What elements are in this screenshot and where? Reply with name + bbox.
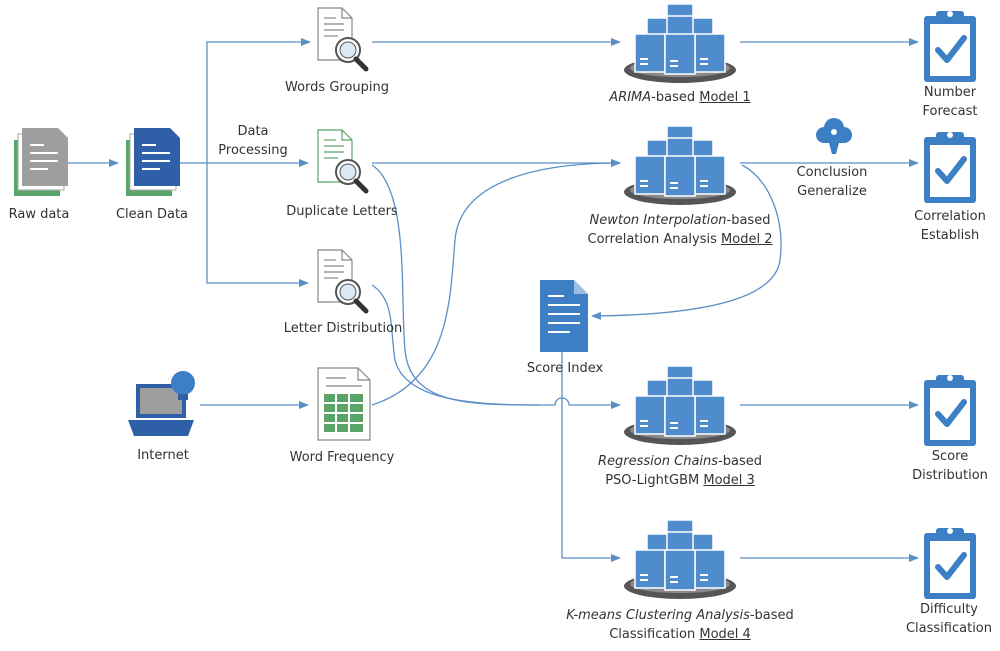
letter-distribution-label: Letter Distribution (283, 321, 403, 336)
connectors (68, 38, 919, 562)
model-2-suffix: -based (726, 213, 771, 228)
model-2-line-2: Correlation Analysis (587, 232, 722, 247)
raw-data-icon (14, 128, 68, 196)
model-1-method: ARIMA (609, 90, 652, 105)
duplicate-letters-icon (317, 129, 369, 194)
number-forecast-label: Number Forecast (898, 83, 1000, 121)
difficulty-classification-label: Difficulty Classification (896, 600, 1000, 638)
words-grouping-icon (318, 8, 366, 69)
output-2-line-2: Establish (920, 228, 980, 243)
model-1-link: Model 1 (699, 90, 751, 105)
duplicate-letters-label: Duplicate Letters (286, 204, 398, 219)
model-2-server-icon (623, 125, 737, 206)
model-4-suffix: -based (749, 608, 794, 623)
words-grouping-label: Words Grouping (285, 80, 389, 95)
clean-data-icon (126, 128, 180, 196)
internet-label: Internet (137, 448, 189, 463)
model-4-link: Model 4 (699, 627, 751, 642)
model-1-server-icon (623, 3, 737, 84)
model-2-link: Model 2 (721, 232, 773, 247)
model-2-method: Newton Interpolation (589, 213, 727, 228)
output-1-line-1: Number (923, 85, 977, 100)
model-4-label: K-means Clustering Analysis-based Classi… (545, 606, 815, 644)
difficulty-classification-clipboard-icon (924, 528, 976, 599)
output-2-line-1: Correlation (914, 209, 986, 224)
score-distribution-clipboard-icon (924, 375, 976, 446)
data-processing-line-1: Data (237, 124, 269, 139)
arrow-to-model-3 (540, 397, 621, 409)
conclusion-line-1: Conclusion (796, 165, 868, 180)
correlation-establish-label: Correlation Establish (898, 207, 1000, 245)
output-4-line-2: Classification (905, 621, 993, 636)
model-3-suffix: -based (718, 454, 762, 469)
model-3-link: Model 3 (703, 473, 755, 488)
output-4-line-1: Difficulty (920, 602, 978, 617)
correlation-establish-clipboard-icon (924, 132, 976, 203)
model-1-label: ARIMA-based Model 1 (580, 88, 780, 107)
model-4-method: K-means Clustering Analysis (566, 608, 750, 623)
curve-letter-distribution (371, 284, 541, 406)
arrow-to-model-4 (561, 350, 621, 562)
word-frequency-icon (317, 367, 371, 441)
clean-data-label: Clean Data (115, 207, 189, 222)
score-distribution-label: Score Distribution (898, 447, 1000, 485)
number-forecast-clipboard-icon (924, 11, 976, 82)
conclusion-generalize-label: Conclusion Generalize (784, 163, 880, 201)
score-index-icon (540, 280, 588, 352)
arrow-to-words-grouping (180, 38, 311, 164)
model-4-line-2: Classification (609, 627, 700, 642)
model-3-server-icon (623, 365, 737, 446)
model-3-line-2: PSO-LightGBM (605, 473, 704, 488)
output-1-line-2: Forecast (922, 104, 978, 119)
model-3-method: Regression Chains (598, 454, 719, 469)
model-4-server-icon (623, 519, 737, 600)
model-2-label: Newton Interpolation-based Correlation A… (560, 211, 800, 249)
conclusion-cloud-icon (816, 118, 852, 154)
output-3-line-1: Score (931, 449, 969, 464)
letter-distribution-icon (318, 250, 366, 311)
internet-icon (128, 371, 195, 436)
data-processing-label: Data Processing (210, 122, 296, 160)
raw-data-label: Raw data (8, 207, 70, 222)
model-3-label: Regression Chains-based PSO-LightGBM Mod… (570, 452, 790, 490)
output-3-line-2: Distribution (912, 468, 988, 483)
arrow-to-letter-distribution (206, 163, 309, 287)
score-index-label: Score Index (526, 361, 604, 376)
word-frequency-label: Word Frequency (289, 450, 395, 465)
data-processing-line-2: Processing (218, 143, 288, 158)
model-1-suffix: -based (651, 90, 700, 105)
conclusion-line-2: Generalize (797, 184, 867, 199)
curve-model-2-to-score-index (591, 164, 782, 320)
curve-word-frequency-to-model-2 (371, 159, 621, 406)
